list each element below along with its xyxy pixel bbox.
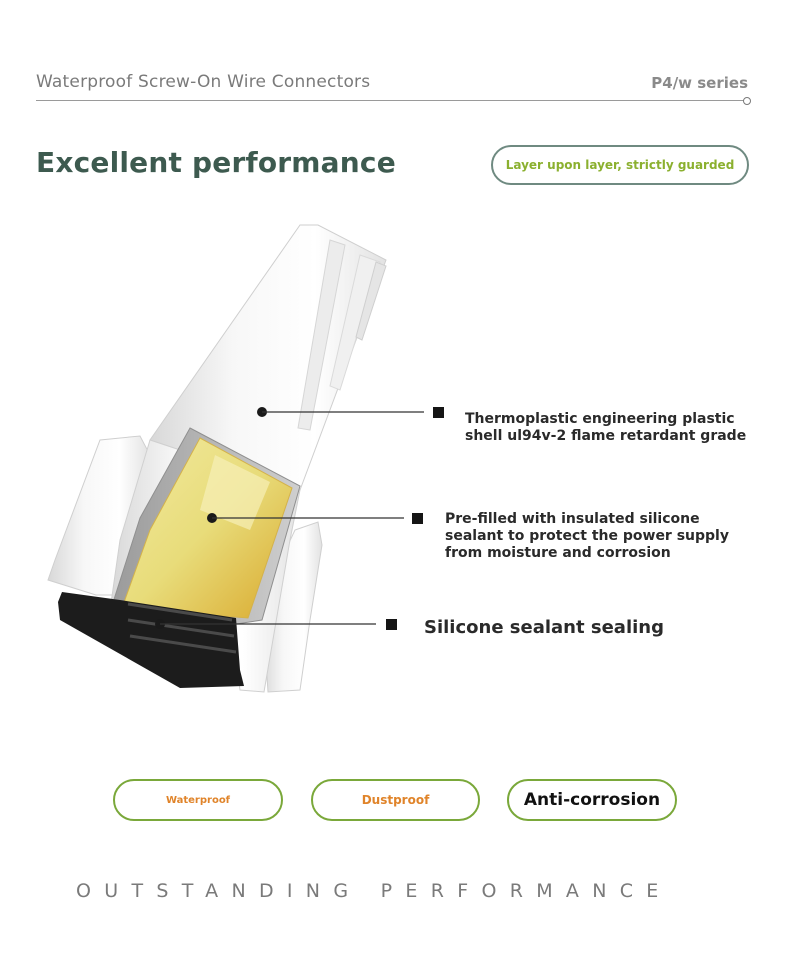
shell-rib [297,239,346,431]
page-headline: Excellent performance [36,146,396,179]
feature-label-dustproof: Dustproof [361,793,430,807]
callout-2-line1: Pre-filled with insulated silicone [445,511,700,527]
connector-cutaway-illustration [47,224,424,693]
header-divider-end-dot [743,97,751,105]
callout-1-text: Thermoplastic engineering plastic shell … [465,411,746,445]
feature-pill-waterproof: Waterproof [113,779,283,821]
feature-pill-dustproof: Dustproof [311,779,480,821]
feature-label-anti-corrosion: Anti-corrosion [523,790,661,810]
callout-1-line2: shell ul94v-2 flame retardant grade [465,428,747,444]
header-divider [36,100,746,101]
callout-2-marker [412,513,423,524]
footer-slogan: OUTSTANDING PERFORMANCE [76,880,672,902]
gel-highlight [200,455,270,530]
callout-3-line1: Silicone sealant sealing [424,617,664,638]
seal-ring-3 [129,634,237,654]
shell-rib-3 [355,261,387,341]
callout-2-line2: sealant to protect the power supply [445,528,729,544]
header-series: P4/w series [651,74,748,92]
callout-1-marker [433,407,444,418]
tagline-badge: Layer upon layer, strictly guarded [491,145,749,185]
seal-ring-2 [127,618,235,638]
feature-pill-anti-corrosion: Anti-corrosion [507,779,677,821]
callout-2-text: Pre-filled with insulated silicone seala… [445,511,729,562]
callout-3-text: Silicone sealant sealing [424,617,664,639]
callout-3-marker [386,619,397,630]
callout-1-line1: Thermoplastic engineering plastic [465,411,735,427]
header-title: Waterproof Screw-On Wire Connectors [36,72,371,92]
feature-label-waterproof: Waterproof [165,794,231,806]
callout-2-line3: from moisture and corrosion [445,545,671,561]
shell-rib-2 [329,254,381,391]
seal-ring-1 [127,602,233,622]
